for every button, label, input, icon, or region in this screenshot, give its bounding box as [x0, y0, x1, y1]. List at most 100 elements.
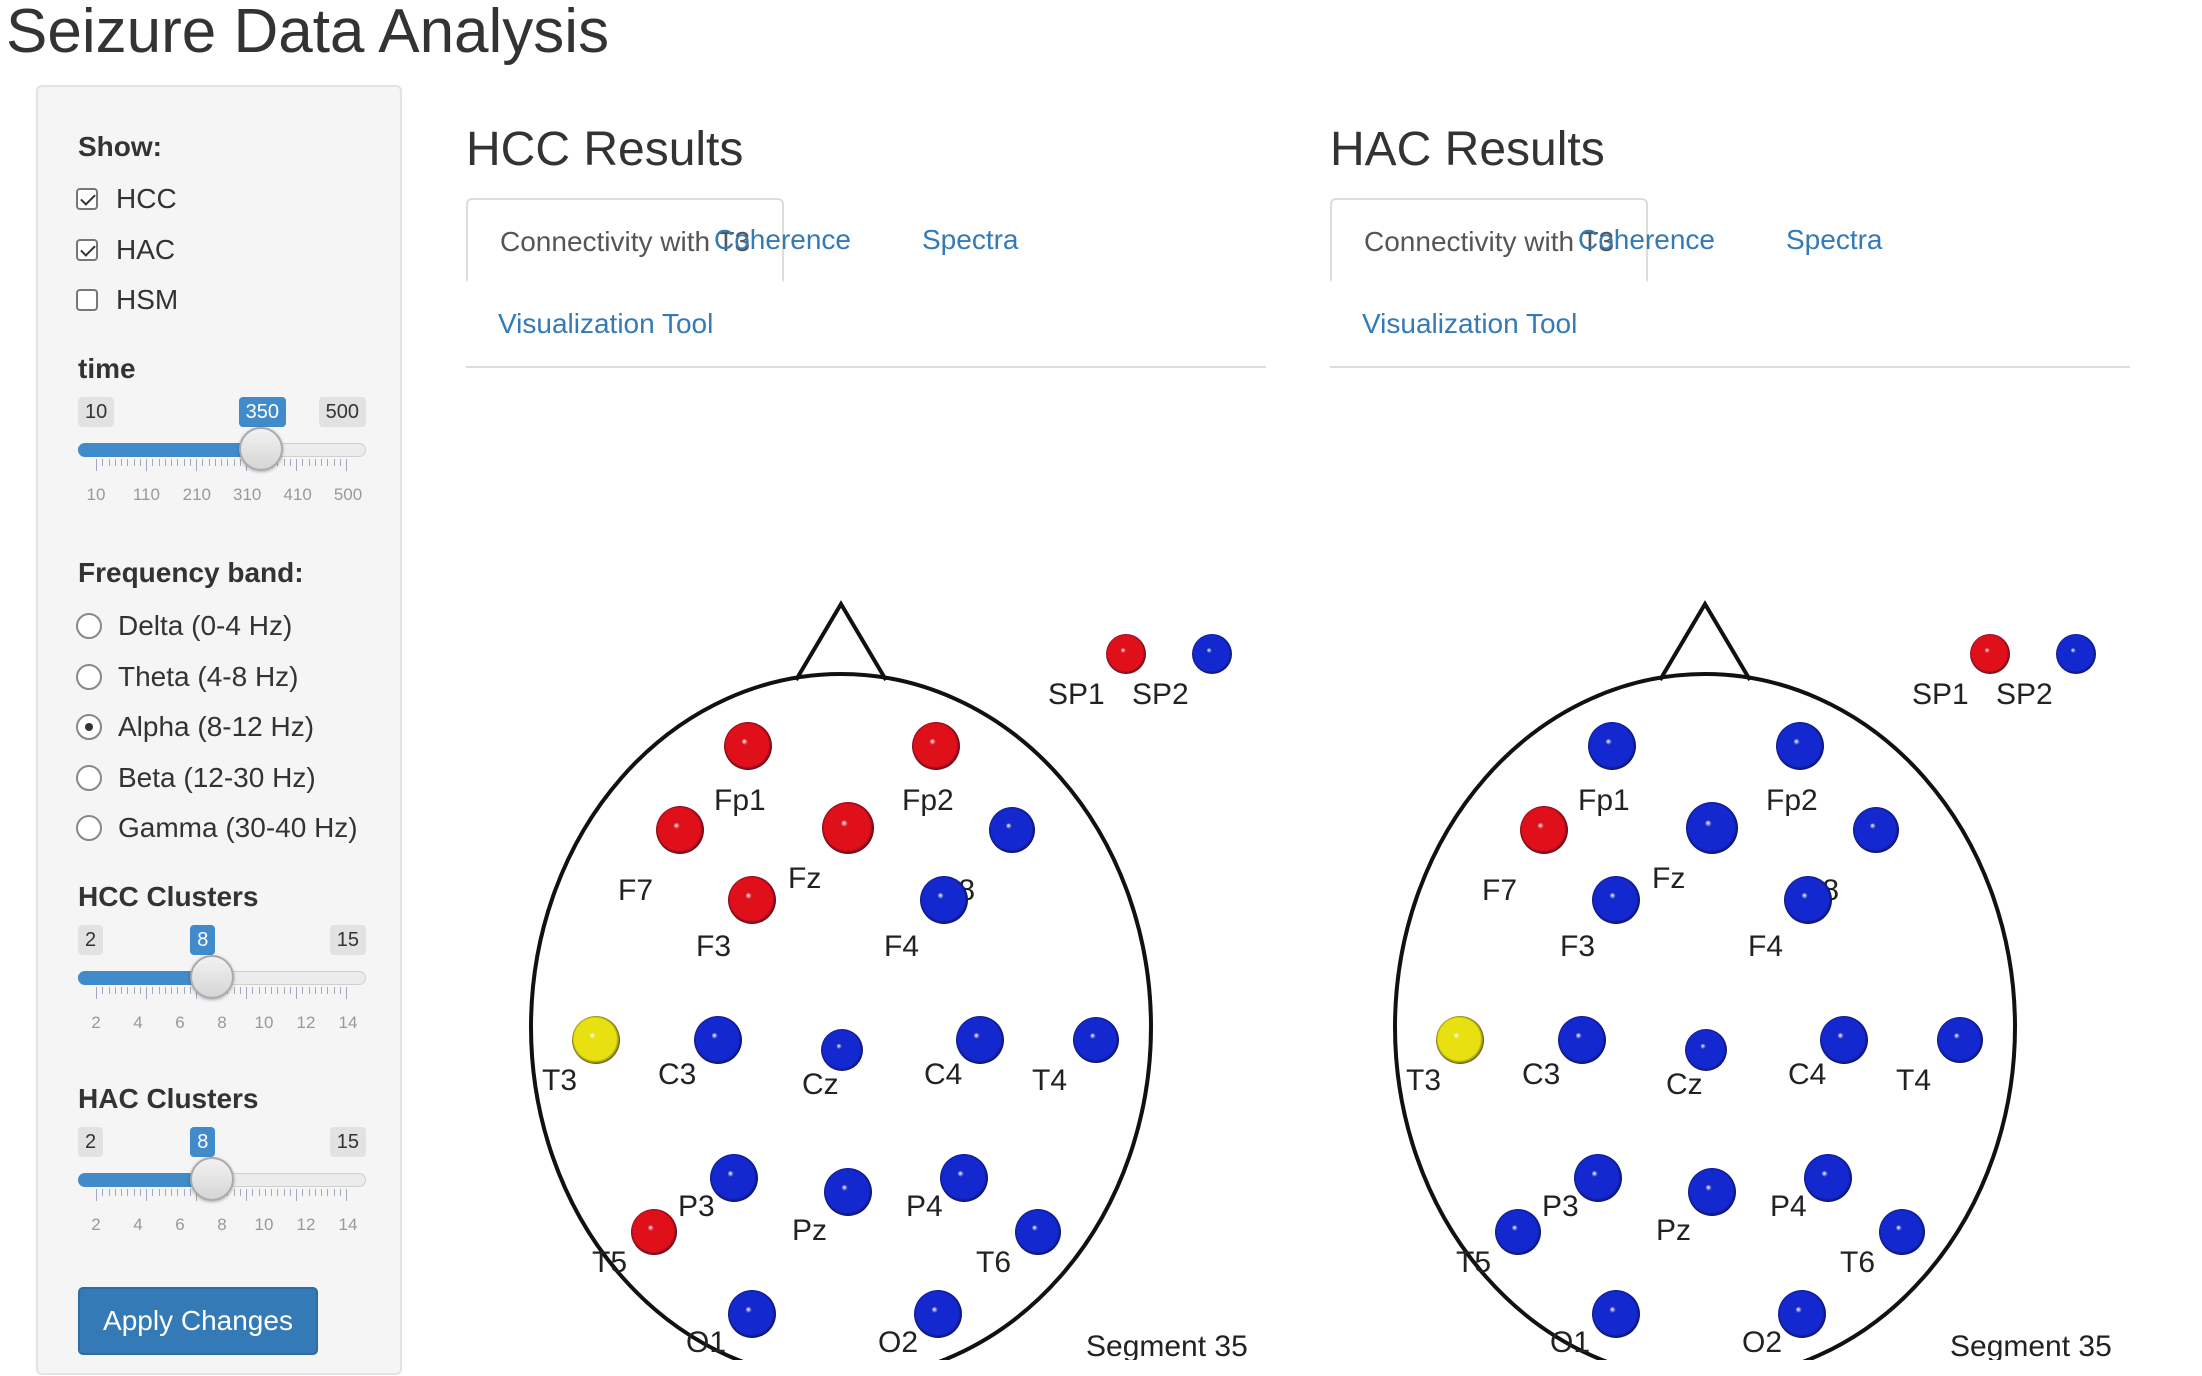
- slider-tick: [133, 1189, 135, 1196]
- slider-tick: [296, 459, 297, 471]
- slider-tick: [139, 1189, 141, 1196]
- apply-changes-button[interactable]: Apply Changes: [78, 1287, 318, 1355]
- electrode-sp1: [1970, 634, 2010, 674]
- slider-tick: [152, 1189, 154, 1196]
- slider-value: 8: [190, 1127, 216, 1157]
- checkbox-box[interactable]: [76, 289, 98, 311]
- radio-circle[interactable]: [76, 613, 102, 639]
- slider-tick: [239, 987, 241, 994]
- slider-tick: [271, 987, 272, 994]
- electrode-fp1: [724, 722, 772, 770]
- slider-tick: [227, 459, 229, 466]
- electrode-c4: [956, 1016, 1004, 1064]
- radio-alpha[interactable]: Alpha (8-12 Hz): [76, 707, 314, 747]
- tab-connectivity-with-t3[interactable]: Connectivity with T3: [1330, 198, 1649, 282]
- segment-label: Segment 35: [1950, 1330, 2112, 1360]
- show-label: Show:: [78, 131, 162, 162]
- slider-tick-label: 110: [132, 485, 160, 504]
- slider-tick: [333, 1189, 335, 1196]
- checkbox-hsm[interactable]: HSM: [76, 280, 178, 320]
- radio-circle[interactable]: [76, 765, 102, 791]
- electrode-label-f4: F4: [1748, 930, 1783, 963]
- tab-visualization-tool[interactable]: Visualization Tool: [498, 308, 714, 339]
- slider-tick: [152, 459, 154, 466]
- hac-clusters-label: HAC Clusters: [78, 1083, 259, 1114]
- slider-tick: [114, 1189, 116, 1196]
- slider-tick: [346, 459, 347, 471]
- radio-beta[interactable]: Beta (12-30 Hz): [76, 758, 316, 798]
- slider-tick: [96, 459, 97, 471]
- electrode-p3: [710, 1154, 758, 1202]
- tab-spectra[interactable]: Spectra: [922, 224, 1019, 255]
- radio-circle[interactable]: [76, 714, 102, 740]
- electrode-f8: [989, 807, 1035, 853]
- electrode-label-p4: P4: [1770, 1190, 1807, 1223]
- tab-visualization-tool[interactable]: Visualization Tool: [1362, 308, 1578, 339]
- electrode-fp1: [1588, 722, 1636, 770]
- radio-circle[interactable]: [76, 664, 102, 690]
- checkbox-box[interactable]: [76, 239, 98, 261]
- slider-tick: [327, 987, 329, 994]
- slider-tick: [102, 459, 104, 466]
- electrode-t4: [1073, 1017, 1119, 1063]
- slider-tick: [296, 987, 297, 999]
- slider-tick: [133, 987, 135, 994]
- head-outline: [529, 672, 1153, 1360]
- electrode-t6: [1879, 1209, 1925, 1255]
- slider-tick-label: 8: [217, 1013, 227, 1032]
- slider-tick: [208, 459, 210, 466]
- slider-tick: [233, 1189, 235, 1196]
- slider-tick: [146, 987, 147, 999]
- slider-tick: [146, 1189, 147, 1201]
- slider-handle[interactable]: [238, 427, 283, 471]
- slider-tick: [139, 459, 141, 466]
- slider-tick-label: 6: [175, 1215, 185, 1234]
- electrode-c3: [1558, 1016, 1606, 1064]
- checkbox-hcc[interactable]: HCC: [76, 179, 177, 219]
- tab-spectra[interactable]: Spectra: [1786, 224, 1883, 255]
- tab-coherence[interactable]: Coherence: [1578, 224, 1715, 255]
- slider-ticks: [96, 459, 347, 473]
- slider-min: 10: [78, 397, 115, 427]
- electrode-label-c4: C4: [1788, 1058, 1826, 1091]
- slider-handle[interactable]: [190, 1157, 235, 1201]
- electrode-label-t4: T4: [1032, 1064, 1067, 1097]
- checkbox-hac[interactable]: HAC: [76, 230, 175, 270]
- tab-coherence[interactable]: Coherence: [714, 224, 851, 255]
- slider-tick: [346, 1189, 347, 1201]
- checkbox-label: HAC: [116, 234, 176, 265]
- tab-connectivity-with-t3[interactable]: Connectivity with T3: [466, 198, 785, 282]
- radio-gamma[interactable]: Gamma (30-40 Hz): [76, 808, 358, 848]
- slider-tick: [189, 987, 191, 994]
- slider-tick: [171, 1189, 172, 1196]
- radio-theta[interactable]: Theta (4-8 Hz): [76, 657, 299, 697]
- electrode-t5: [1495, 1209, 1541, 1255]
- electrode-f8: [1853, 807, 1899, 853]
- slider-tick: [283, 1189, 285, 1196]
- checkbox-box[interactable]: [76, 188, 98, 210]
- electrode-label-p4: P4: [906, 1190, 943, 1223]
- slider-max: 15: [329, 1127, 366, 1157]
- radio-circle[interactable]: [76, 815, 102, 841]
- slider-handle[interactable]: [190, 955, 235, 999]
- slider-tick: [264, 987, 266, 994]
- slider-tick: [108, 1189, 110, 1196]
- radio-delta[interactable]: Delta (0-4 Hz): [76, 606, 292, 646]
- nose-outline: [1658, 600, 1752, 682]
- slider-tick: [127, 1189, 129, 1196]
- slider-tick: [152, 987, 154, 994]
- electrode-p3: [1574, 1154, 1622, 1202]
- slider-tick: [214, 459, 216, 466]
- slider-tick-label: 210: [182, 485, 211, 504]
- slider-tick: [114, 459, 116, 466]
- hcc-clusters-label: HCC Clusters: [78, 881, 259, 912]
- page-title: Seizure Data Analysis: [6, 0, 610, 66]
- slider-tick: [177, 987, 179, 994]
- electrode-label-t6: T6: [976, 1246, 1011, 1279]
- slider-tick: [333, 987, 335, 994]
